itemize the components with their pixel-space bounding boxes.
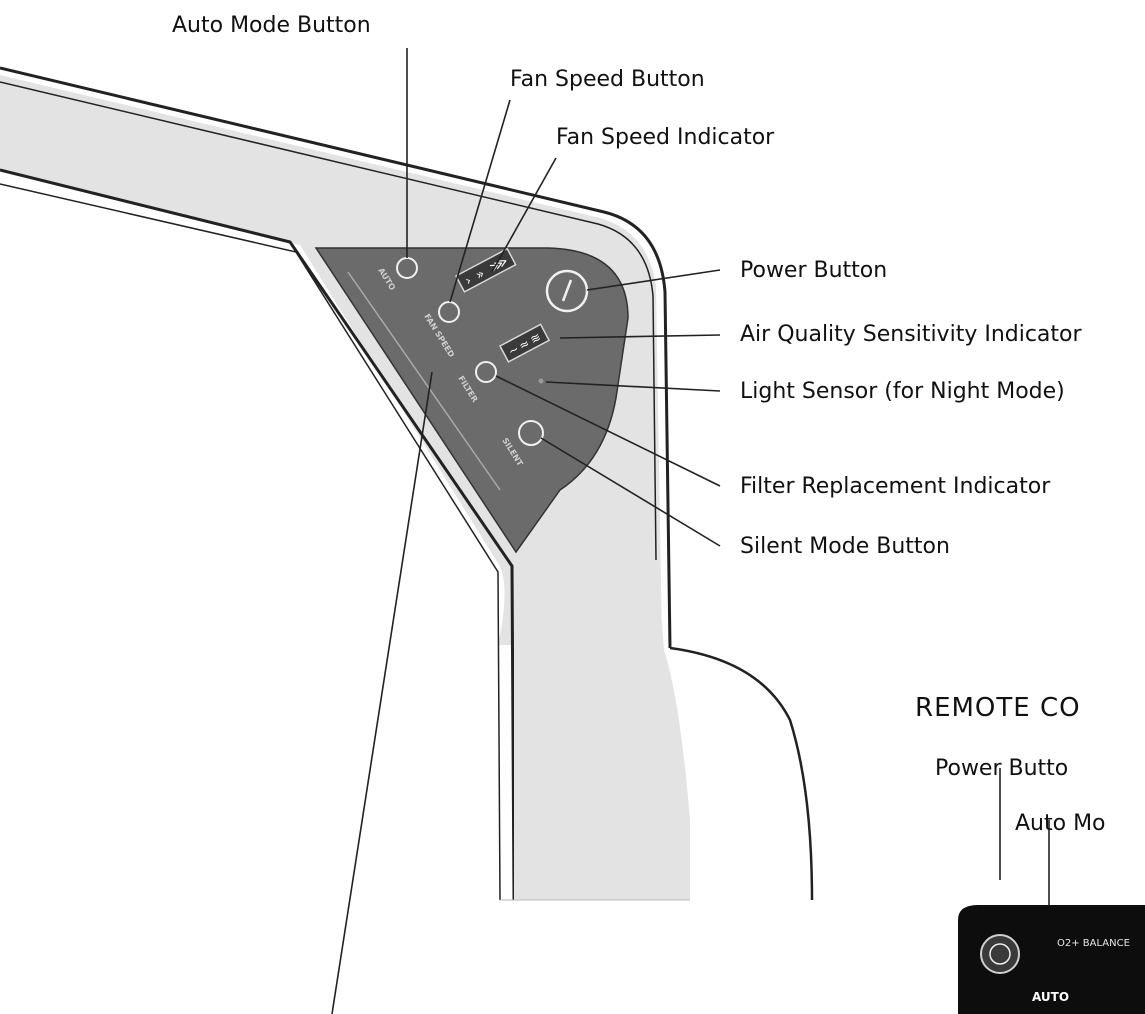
- label-fan-speed-button: Fan Speed Button: [510, 67, 705, 92]
- label-remote-power-button: Power Butto: [935, 756, 1068, 781]
- remote-balance-label: O2+ BALANCE: [1057, 938, 1130, 949]
- leader-fan-speed-indicator: [491, 157, 557, 273]
- leader-air-quality: [559, 334, 721, 339]
- leader-silent-mode: [540, 437, 721, 547]
- leader-panel-surface: [331, 371, 433, 1014]
- remote-control-body: [958, 905, 1145, 1014]
- housing-outer-edge-inner: [0, 81, 658, 649]
- fan-level-1-icon: ›: [463, 273, 475, 289]
- leader-lines: [331, 48, 1050, 1014]
- housing-lower-band: [514, 560, 690, 900]
- housing-inner-edge-inner: [0, 183, 501, 901]
- control-panel-surface: [314, 247, 629, 554]
- purifier-housing: [0, 66, 814, 901]
- remote-power-button[interactable]: [980, 934, 1020, 974]
- remote-power-icon: [989, 943, 1011, 965]
- label-filter-indicator: Filter Replacement Indicator: [740, 474, 1051, 499]
- panel-accent-line: [347, 271, 501, 491]
- fan-speed-button[interactable]: [438, 301, 460, 323]
- silent-mode-button[interactable]: [518, 420, 544, 446]
- power-icon: [561, 279, 573, 302]
- control-panel: AUTO FAN SPEED › » ⋙ ~ ≈ ≋ FILTER: [314, 247, 629, 554]
- light-sensor: [538, 378, 544, 384]
- leader-fan-speed-button: [449, 99, 511, 303]
- remote-control-section: REMOTE CO Power Butto Auto Mo O2+ BALANC…: [915, 693, 1145, 1014]
- label-fan-speed-indicator: Fan Speed Indicator: [556, 125, 775, 150]
- housing-side-edge: [669, 646, 814, 901]
- label-remote-auto-mode: Auto Mo: [1015, 811, 1106, 836]
- filter-indicator-button[interactable]: [475, 361, 497, 383]
- label-auto-mode-button: Auto Mode Button: [172, 13, 371, 38]
- air-quality-indicator: ~ ≈ ≋: [498, 323, 551, 363]
- label-power-button: Power Button: [740, 258, 887, 283]
- callout-labels: Auto Mode Button Fan Speed Button Fan Sp…: [172, 13, 1083, 559]
- label-silent-mode-button: Silent Mode Button: [740, 534, 950, 559]
- power-button[interactable]: [545, 269, 589, 313]
- remote-auto-label: AUTO: [1032, 990, 1069, 1004]
- label-light-sensor: Light Sensor (for Night Mode): [740, 379, 1065, 404]
- leader-light-sensor: [545, 381, 721, 392]
- leader-filter: [495, 375, 721, 487]
- housing-outer-edge: [0, 66, 672, 649]
- housing-inner-edge: [0, 168, 516, 901]
- label-air-quality-indicator: Air Quality Sensitivity Indicator: [740, 322, 1083, 347]
- leader-power-button: [586, 269, 721, 291]
- remote-heading: REMOTE CO: [915, 693, 1081, 723]
